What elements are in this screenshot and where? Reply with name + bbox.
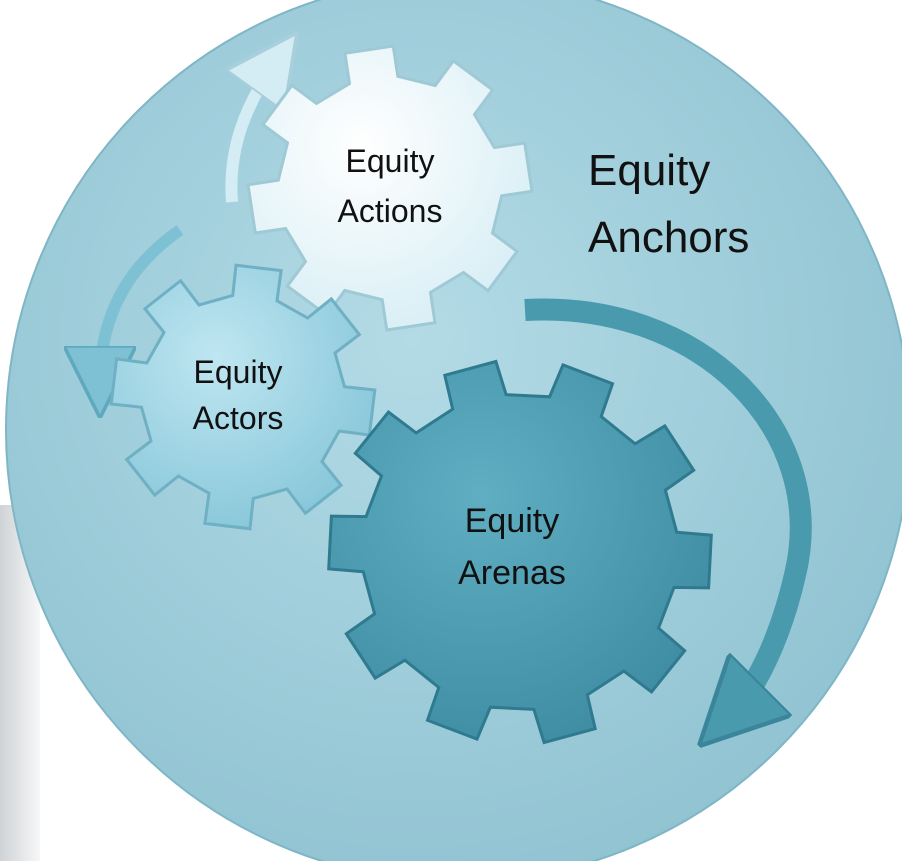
- gear-actions-label-line2: Actions: [338, 193, 443, 229]
- gear-actors-label-line1: Equity: [194, 354, 283, 390]
- gear-arenas-shape: [327, 359, 713, 745]
- gear-equity-actors: Equity Actors: [109, 263, 377, 531]
- gear-equity-actions: Equity Actions: [246, 44, 534, 332]
- gear-actors-label-line2: Actors: [193, 400, 284, 436]
- gear-equity-arenas: Equity Arenas: [327, 359, 713, 745]
- gear-actions-shape: [246, 44, 534, 332]
- gear-actions-label-line1: Equity: [346, 143, 435, 179]
- anchors-label-line2: Anchors: [588, 213, 749, 262]
- anchors-label-line1: Equity: [588, 146, 710, 195]
- gear-arenas-label-line2: Arenas: [458, 554, 566, 592]
- arrow-actors-to-actions: [225, 62, 276, 203]
- gear-actors-shape: [109, 263, 377, 531]
- gear-arenas-label-line1: Equity: [465, 502, 560, 540]
- arrow-around-arenas: [524, 298, 812, 715]
- arrow-actions-to-actors: [100, 225, 184, 382]
